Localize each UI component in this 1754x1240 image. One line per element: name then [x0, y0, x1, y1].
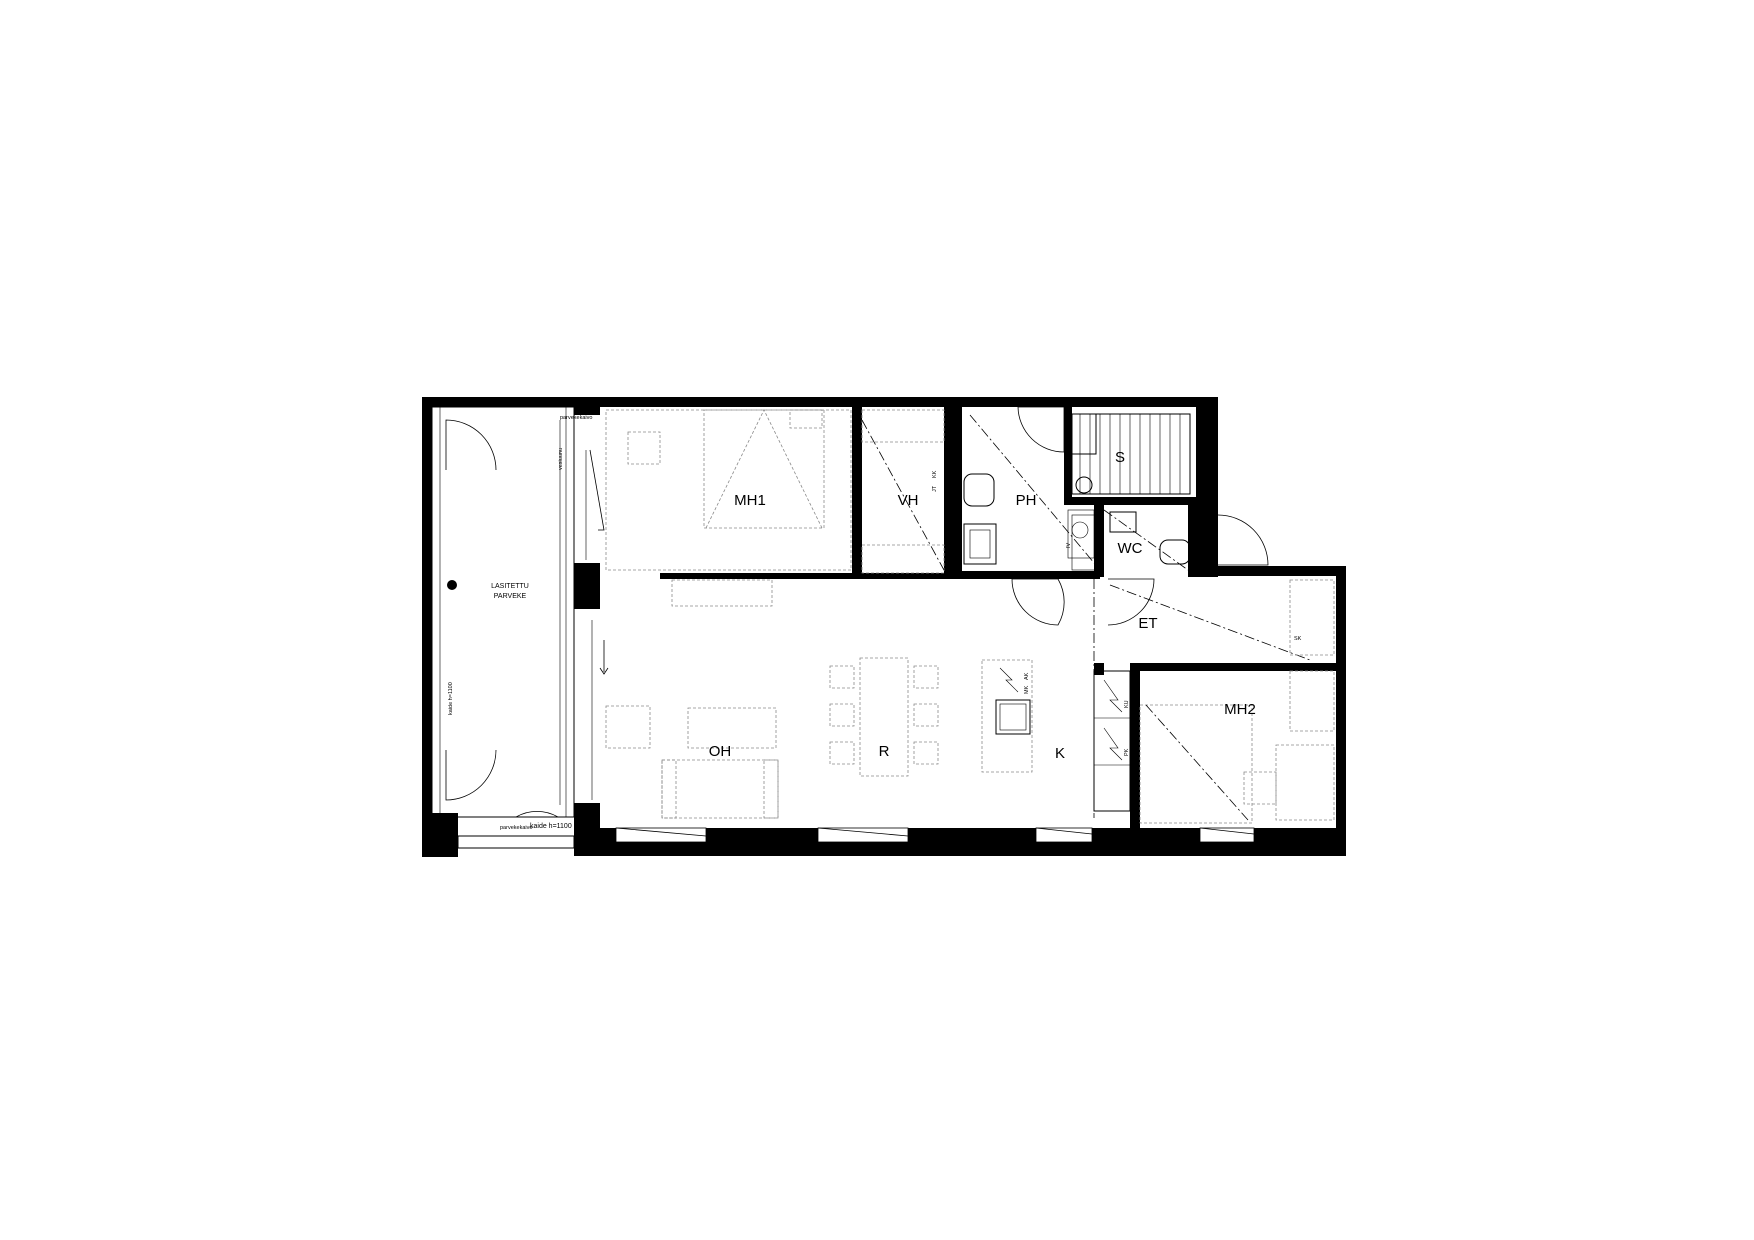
marker-ak: AK: [1024, 672, 1030, 680]
windows: [615, 827, 1255, 843]
room-ph: PH: [963, 406, 1101, 571]
balcony-label-line1: LASITETTU: [491, 583, 529, 590]
room-label-vh: VH: [898, 492, 919, 509]
marker-jk: JT: [932, 485, 938, 492]
room-label-et: ET: [1138, 615, 1157, 632]
room-label-mh1: MH1: [734, 492, 766, 509]
balcony: parvekekaivo parvekekaivo kaide h=1100 k…: [431, 406, 609, 849]
room-mh1: MH1: [605, 409, 852, 607]
room-label-oh: OH: [709, 743, 732, 760]
room-label-ph: PH: [1016, 492, 1037, 509]
room-label-s: S: [1115, 449, 1125, 466]
room-label-mh2: MH2: [1224, 701, 1256, 718]
marker-kk: KK: [932, 470, 938, 478]
storage-column: KU PK: [1093, 670, 1131, 812]
room-oh: OH: [605, 705, 779, 819]
marker-sk: SK: [1294, 636, 1302, 642]
balcony-railing-side: kaide h=1100: [448, 682, 454, 715]
entry-area: IV: [1066, 509, 1095, 559]
room-wc: WC: [1103, 509, 1269, 571]
marker-mk: MK: [1024, 685, 1030, 694]
balcony-note-bottom: parvekekaivo: [500, 825, 532, 831]
room-vh: VH JT KK: [861, 409, 945, 574]
marker-iv: IV: [1066, 542, 1072, 548]
room-label-k: K: [1055, 745, 1065, 762]
room-r: R: [829, 657, 939, 777]
marker-pk: PK: [1124, 748, 1130, 756]
room-label-wc: WC: [1118, 540, 1143, 557]
room-s: S: [1071, 413, 1191, 495]
balcony-note-top: parvekekaivo: [560, 415, 592, 421]
room-label-r: R: [879, 743, 890, 760]
room-k: K AK MK: [981, 578, 1065, 773]
balcony-railing-bottom: kaide h=1100: [530, 823, 572, 830]
room-mh2: MH2: [1139, 670, 1335, 824]
balcony-label-line2: PARVEKE: [494, 593, 527, 600]
balcony-vertical-note: vesiuunu: [558, 448, 564, 470]
marker-ku: KU: [1124, 700, 1130, 708]
